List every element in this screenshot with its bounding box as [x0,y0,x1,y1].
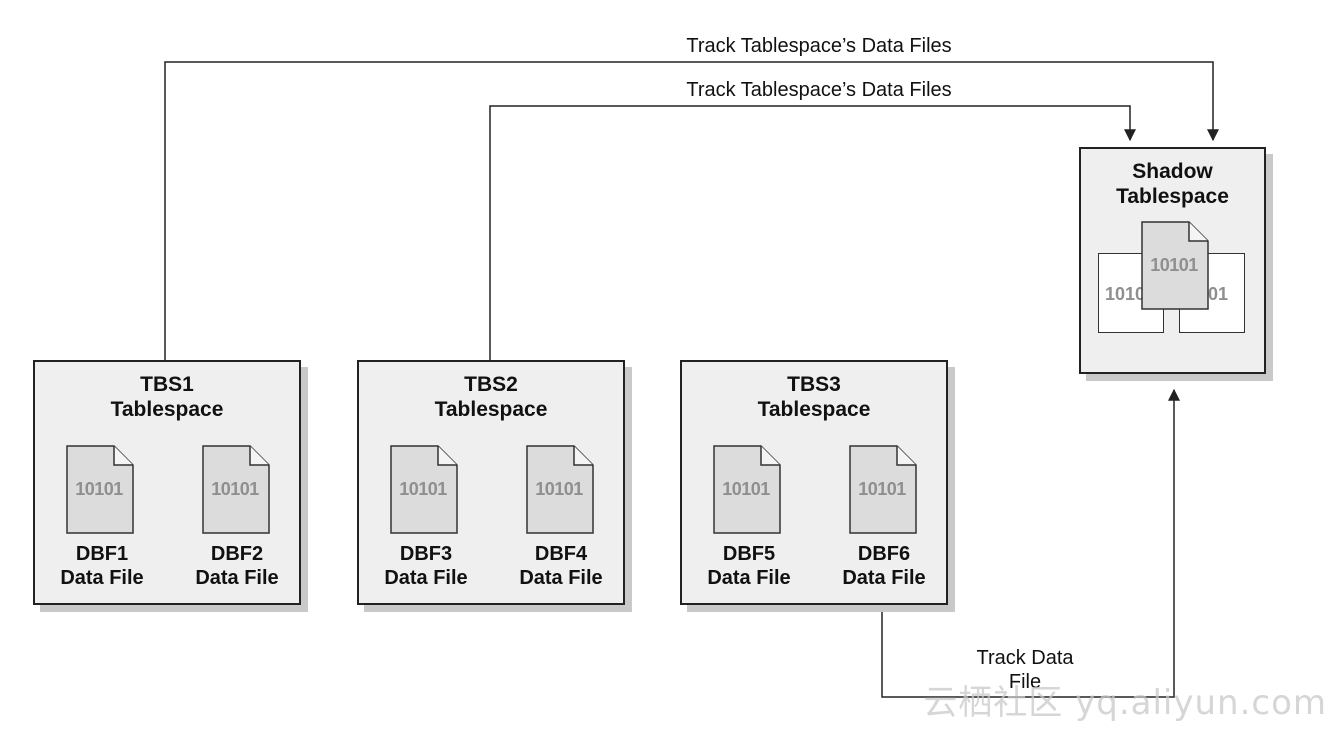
dbf4-icon-text: 10101 [535,479,583,499]
document-icon [849,445,917,534]
dbf5-icon-text: 10101 [722,479,770,499]
dbf4-name: DBF4 [534,543,588,565]
shadow-tablespace-box: Shadow Tablespace 1010 101 10101 [1079,147,1266,374]
tbs3-title-line2: Tablespace [757,398,871,421]
dbf6-to-shadow-line [881,388,1180,698]
dbf2-name: DBF2 [210,543,264,565]
track-data-file-label: Track Data File [940,646,1110,694]
shadow-title-line2: Tablespace [1116,185,1229,208]
shadow-title-line1: Shadow [1132,160,1213,183]
shadow-tablespace-title: Shadow Tablespace [1081,159,1264,209]
dbf5-file-icon: 10101 [713,445,783,535]
tbs1-title-line2: Tablespace [110,398,224,421]
track-tablespace-label-1: Track Tablespace’s Data Files [686,35,952,57]
dbf1-icon-text: 10101 [75,479,123,499]
dbf4-label: DBF4 Data File [496,542,626,590]
tbs3-title-line1: TBS3 [787,373,841,396]
dbf5-label: DBF5 Data File [684,542,814,590]
document-icon [390,445,458,534]
dbf2-kind: Data File [195,567,279,589]
dbf1-label: DBF1 Data File [37,542,167,590]
dbf5-kind: Data File [707,567,791,589]
tbs1-to-shadow-line [164,61,1219,360]
tbs2-title-line2: Tablespace [434,398,548,421]
dbf3-name: DBF3 [399,543,453,565]
document-icon [202,445,270,534]
track-tablespace-label-2: Track Tablespace’s Data Files [686,79,952,101]
dbf3-file-icon: 10101 [390,445,460,535]
shadow-front-file-icon: 10101 [1141,221,1211,311]
tbs3-tablespace-box: TBS3 Tablespace 10101 DBF5 Data File 101… [680,360,948,605]
tbs1-tablespace-box: TBS1 Tablespace 10101 DBF1 Data File 101… [33,360,301,605]
tbs2-tablespace-box: TBS2 Tablespace 10101 DBF3 Data File 101… [357,360,625,605]
dbf6-icon-text: 10101 [858,479,906,499]
dbf2-icon-text: 10101 [211,479,259,499]
dbf4-file-icon: 10101 [526,445,596,535]
dbf6-kind: Data File [842,567,926,589]
dbf4-kind: Data File [519,567,603,589]
dbf1-file-icon: 10101 [66,445,136,535]
dbf1-kind: Data File [60,567,144,589]
dbf3-icon-text: 10101 [399,479,447,499]
track-data-file-line2: File [1008,671,1042,693]
tbs2-title-line1: TBS2 [464,373,518,396]
dbf5-name: DBF5 [722,543,776,565]
shadow-back-file-left-text: 1010 [1105,284,1146,304]
document-icon [66,445,134,534]
tbs1-title: TBS1 Tablespace [35,372,299,422]
tbs3-title: TBS3 Tablespace [682,372,946,422]
dbf6-name: DBF6 [857,543,911,565]
dbf6-label: DBF6 Data File [819,542,949,590]
tbs2-title: TBS2 Tablespace [359,372,623,422]
watermark: 云栖社区 yq.aliyun.com [923,683,1327,723]
dbf3-kind: Data File [384,567,468,589]
dbf2-file-icon: 10101 [202,445,272,535]
document-icon [1141,221,1209,310]
dbf3-label: DBF3 Data File [361,542,491,590]
dbf1-name: DBF1 [75,543,129,565]
shadow-front-file-text: 10101 [1150,255,1198,275]
tbs1-title-line1: TBS1 [140,373,194,396]
dbf6-file-icon: 10101 [849,445,919,535]
document-icon [526,445,594,534]
track-data-file-line1: Track Data [976,647,1074,669]
document-icon [713,445,781,534]
tbs2-to-shadow-line [489,105,1136,360]
dbf2-label: DBF2 Data File [172,542,302,590]
